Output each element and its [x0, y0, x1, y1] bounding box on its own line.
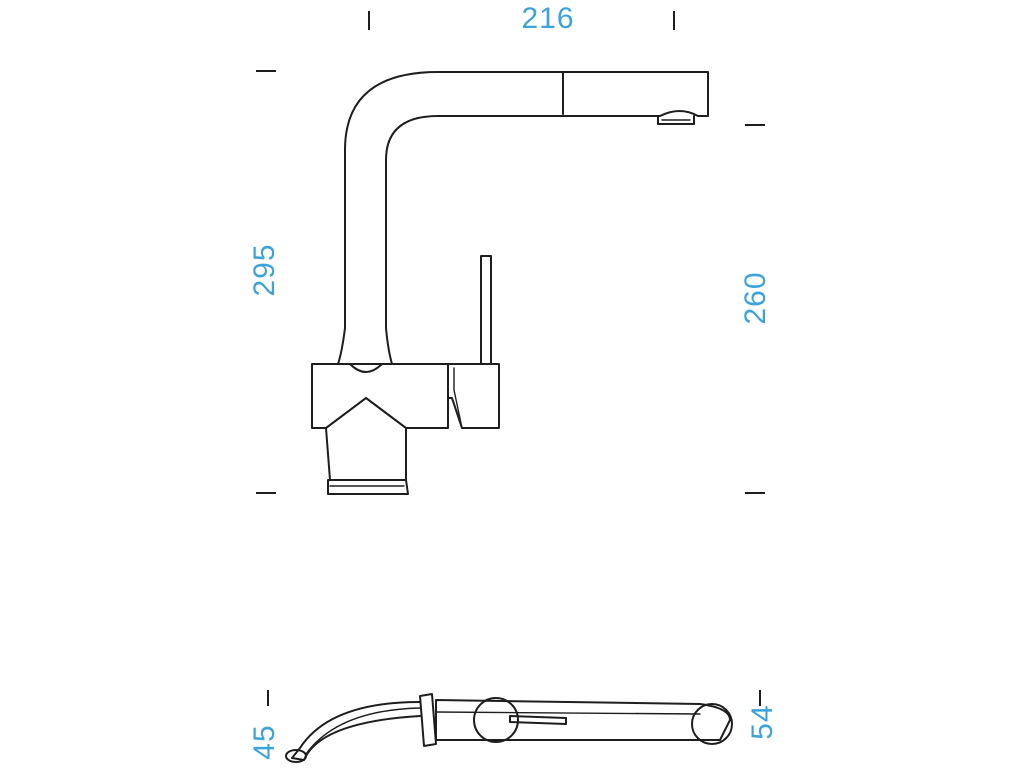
body-chamfer [349, 363, 383, 373]
dimension-labels: 216 295 260 45 54 [248, 2, 779, 760]
top-spout-tip [285, 749, 307, 763]
top-lever-slot [509, 715, 567, 725]
lever-cartridge [447, 363, 500, 429]
lever-stem [480, 255, 492, 365]
dimension-ticks [256, 11, 765, 706]
spout-tube [344, 71, 709, 329]
top-handle-knob [473, 697, 519, 743]
top-collar [419, 693, 437, 747]
dimension-label-54: 54 [746, 704, 779, 739]
dimension-label-45: 45 [248, 724, 281, 759]
top-end-cap [691, 703, 733, 745]
aerator [657, 115, 695, 125]
pedestal [325, 397, 407, 481]
top-body-bar-line [435, 711, 701, 715]
spout-collar [337, 327, 393, 365]
top-body-bar [435, 699, 731, 741]
dimension-label-295: 295 [248, 243, 281, 296]
base-plate [327, 479, 409, 495]
faucet-top-view [285, 693, 733, 763]
top-spout-arm [291, 701, 421, 761]
lever-cartridge-bevel [453, 367, 463, 429]
dimension-label-216: 216 [521, 2, 574, 35]
faucet-side-view [311, 71, 709, 495]
top-spout-arm-inner [305, 707, 421, 755]
mixer-body [311, 363, 449, 429]
dimension-label-260: 260 [739, 271, 772, 324]
